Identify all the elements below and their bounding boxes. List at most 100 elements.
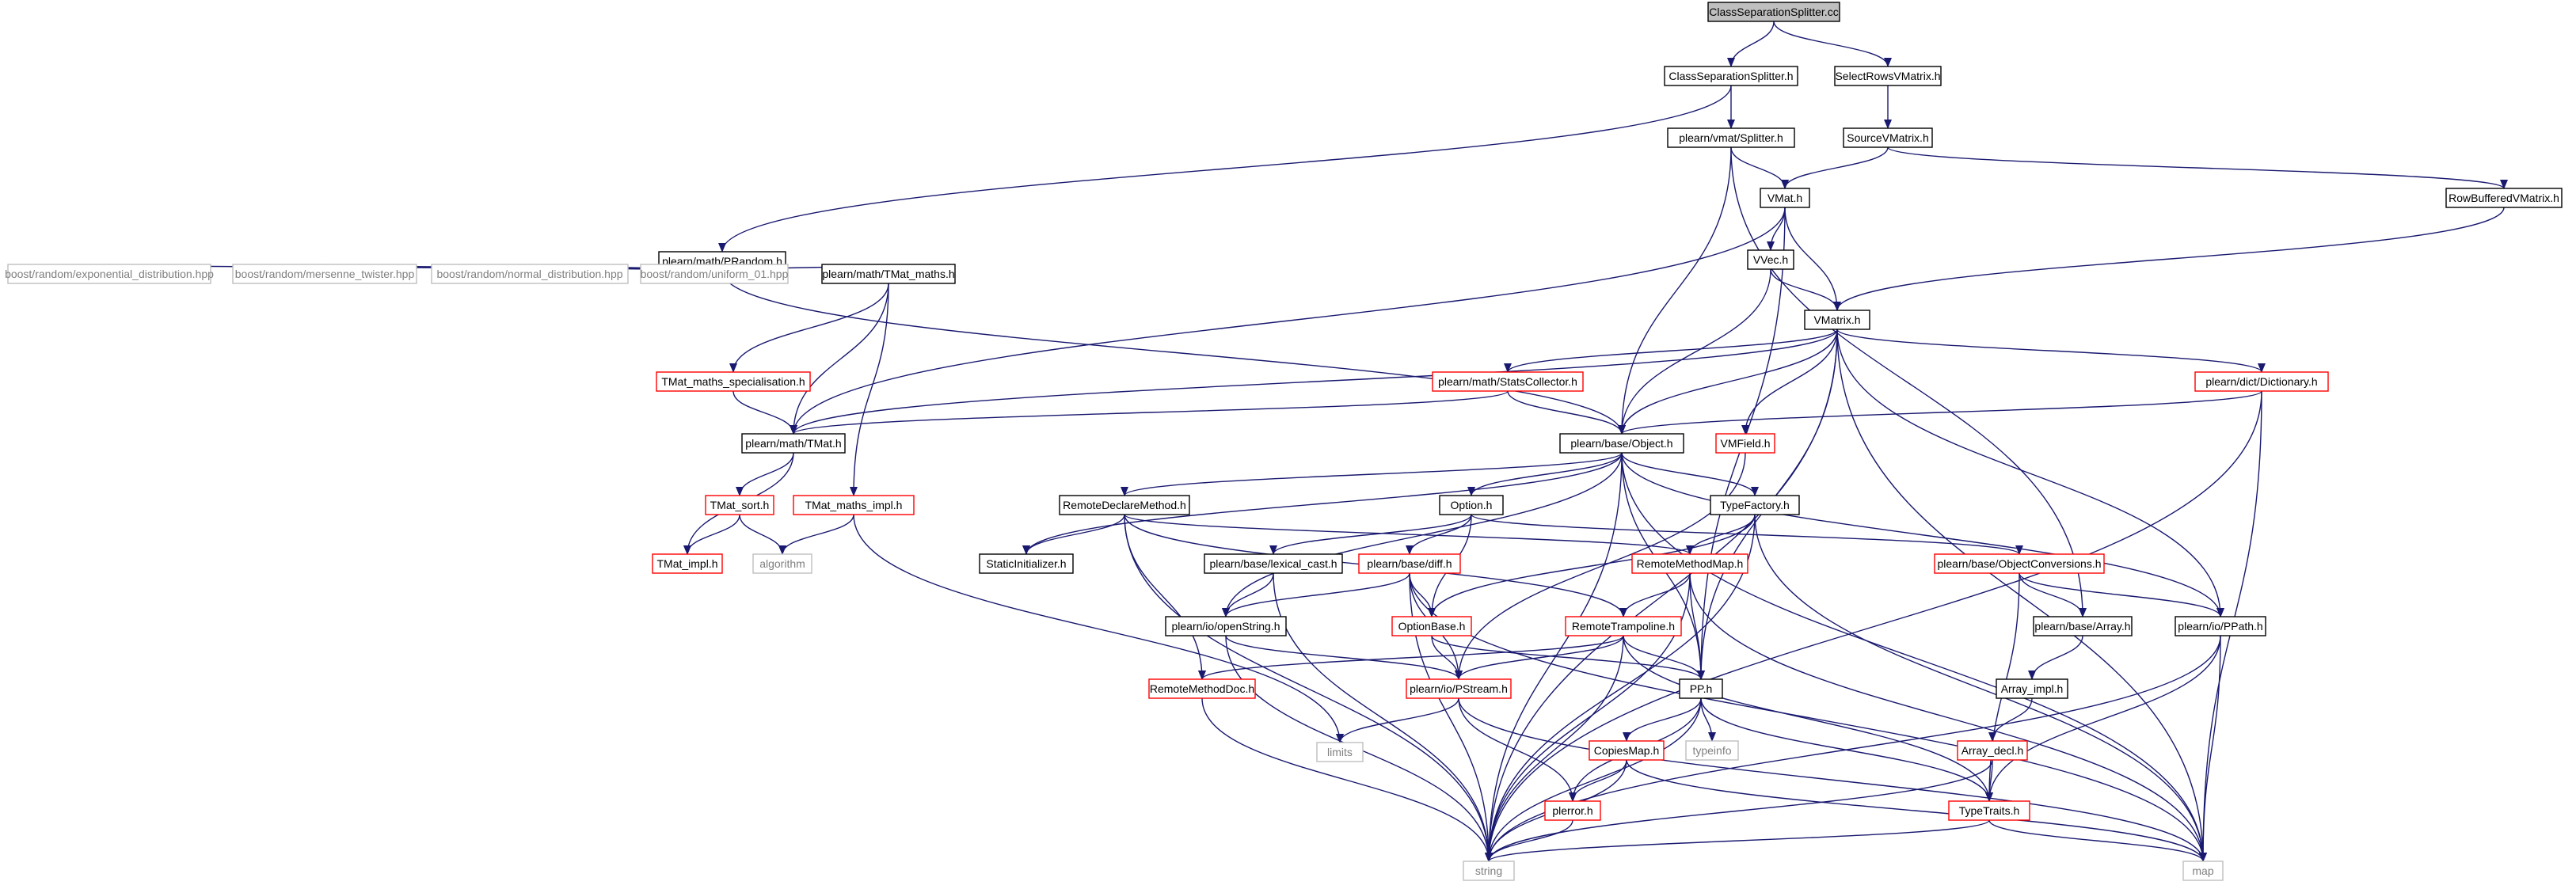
node-box: [431, 264, 629, 284]
node-rtr[interactable]: RemoteTrampoline.h: [1565, 616, 1682, 636]
edge-cmap-to-map: [1626, 759, 2207, 862]
edge-tf-to-map: [1754, 514, 2207, 862]
node-aimpl[interactable]: Array_impl.h: [1996, 678, 2068, 699]
node-csh[interactable]: ClassSeparationSplitter.h: [1664, 66, 1798, 86]
node-opt[interactable]: Option.h: [1439, 495, 1504, 515]
node-box: [1559, 433, 1684, 454]
node-box: [1316, 742, 1364, 762]
node-exp[interactable]: boost/random/exponential_distribution.hp…: [5, 264, 214, 284]
edge-pstr-to-map: [1458, 697, 2207, 862]
edge-rtr-to-rmd: [1198, 635, 1624, 680]
node-box: [1715, 433, 1775, 454]
node-ppath[interactable]: plearn/io/PPath.h: [2175, 616, 2266, 636]
node-box: [1834, 66, 1942, 86]
node-box: [2175, 616, 2266, 636]
node-label: plearn/math/TMat_maths.h: [822, 268, 954, 280]
node-perr[interactable]: plerror.h: [1544, 800, 1601, 821]
node-rmm[interactable]: RemoteMethodMap.h: [1631, 553, 1748, 574]
node-tsort[interactable]: TMat_sort.h: [705, 495, 774, 515]
node-vmf[interactable]: VMField.h: [1715, 433, 1775, 454]
node-timpl[interactable]: TMat_impl.h: [652, 553, 723, 574]
node-label: plearn/io/PPath.h: [2178, 620, 2262, 633]
node-label: plearn/base/Array.h: [2034, 620, 2130, 633]
node-tf[interactable]: TypeFactory.h: [1710, 495, 1800, 515]
node-box: [1631, 553, 1748, 574]
node-mt[interactable]: boost/random/mersenne_twister.hpp: [232, 264, 417, 284]
node-tmm[interactable]: plearn/math/TMat_maths.h: [821, 264, 956, 284]
node-label: TMat_maths_impl.h: [805, 499, 903, 511]
node-obj[interactable]: plearn/base/Object.h: [1559, 433, 1684, 454]
node-label: typeinfo: [1692, 744, 1731, 757]
node-rdm[interactable]: RemoteDeclareMethod.h: [1059, 495, 1190, 515]
node-ostr[interactable]: plearn/io/openString.h: [1165, 616, 1287, 636]
node-rmd[interactable]: RemoteMethodDoc.h: [1148, 678, 1256, 699]
node-rbv[interactable]: RowBufferedVMatrix.h: [2445, 188, 2563, 208]
node-cmap[interactable]: CopiesMap.h: [1589, 740, 1665, 761]
node-spl[interactable]: plearn/vmat/Splitter.h: [1667, 127, 1795, 148]
node-box: [1432, 371, 1584, 392]
node-dict[interactable]: plearn/dict/Dictionary.h: [2194, 371, 2329, 392]
node-diff[interactable]: plearn/base/diff.h: [1358, 553, 1461, 574]
node-limits[interactable]: limits: [1316, 742, 1364, 762]
edge-ppath-to-map: [2199, 635, 2221, 862]
node-arr[interactable]: plearn/base/Array.h: [2033, 616, 2133, 636]
node-box: [656, 371, 811, 392]
node-stats[interactable]: plearn/math/StatsCollector.h: [1432, 371, 1584, 392]
node-tmms[interactable]: TMat_maths_specialisation.h: [656, 371, 811, 392]
node-algo[interactable]: algorithm: [752, 553, 812, 574]
node-pstr[interactable]: plearn/io/PStream.h: [1406, 678, 1512, 699]
node-srv[interactable]: SelectRowsVMatrix.h: [1834, 66, 1942, 86]
node-string[interactable]: string: [1463, 861, 1515, 881]
node-box: [2033, 616, 2133, 636]
node-tt[interactable]: TypeTraits.h: [1948, 800, 2030, 821]
node-map[interactable]: map: [2182, 861, 2224, 881]
edge-tmm-to-tmmi: [850, 283, 889, 496]
node-label: plearn/vmat/Splitter.h: [1679, 131, 1783, 144]
node-norm[interactable]: boost/random/normal_distribution.hpp: [431, 264, 629, 284]
node-label: TypeFactory.h: [1720, 499, 1790, 511]
node-box: [640, 264, 789, 284]
node-label: ClassSeparationSplitter.cc: [1709, 6, 1838, 18]
node-box: [1204, 553, 1343, 574]
node-box: [1463, 861, 1515, 881]
node-svm[interactable]: SourceVMatrix.h: [1843, 127, 1933, 148]
edge-vvec-to-obj: [1618, 268, 1771, 435]
node-vmx[interactable]: VMatrix.h: [1804, 310, 1870, 330]
node-label: TypeTraits.h: [1959, 804, 2020, 817]
node-uni[interactable]: boost/random/uniform_01.hpp: [640, 264, 789, 284]
node-tmmi[interactable]: TMat_maths_impl.h: [793, 495, 915, 515]
node-label: limits: [1327, 746, 1353, 758]
node-box: [232, 264, 417, 284]
node-label: VVec.h: [1753, 253, 1788, 266]
node-typeinfo[interactable]: typeinfo: [1685, 740, 1739, 761]
node-label: boost/random/mersenne_twister.hpp: [235, 268, 415, 280]
node-label: ClassSeparationSplitter.h: [1669, 70, 1793, 82]
edge-tf-to-ob: [1428, 514, 1756, 617]
node-csc[interactable]: ClassSeparationSplitter.cc: [1707, 2, 1840, 22]
edge-arr-to-aimpl: [2028, 635, 2083, 680]
edge-svm-to-vmat: [1781, 146, 1889, 189]
node-label: VMat.h: [1767, 192, 1802, 204]
edge-opt-to-lcast: [1269, 514, 1472, 555]
node-vmat[interactable]: VMat.h: [1760, 188, 1810, 208]
node-label: TMat_sort.h: [710, 499, 770, 511]
node-vvec[interactable]: VVec.h: [1747, 249, 1794, 270]
edge-vmx-to-map: [1836, 329, 2207, 862]
node-box: [2182, 861, 2224, 881]
edge-vmat-to-vmx: [1784, 207, 1841, 311]
node-label: plearn/math/TMat.h: [745, 437, 841, 450]
edge-spl-to-arr: [1730, 146, 2087, 617]
node-tmat[interactable]: plearn/math/TMat.h: [741, 433, 846, 454]
edge-ppath-to-string: [1485, 635, 2221, 862]
edge-spl-to-obj: [1618, 146, 1732, 435]
node-label: algorithm: [759, 557, 805, 570]
node-pp[interactable]: PP.h: [1679, 678, 1723, 699]
node-oconv[interactable]: plearn/base/ObjectConversions.h: [1934, 553, 2105, 574]
edge-pp-to-string: [1485, 697, 1702, 862]
node-sinit[interactable]: StaticInitializer.h: [979, 553, 1074, 574]
node-ob[interactable]: OptionBase.h: [1391, 616, 1472, 636]
edge-rdm-to-rmm: [1124, 514, 1694, 555]
node-adecl[interactable]: Array_decl.h: [1957, 740, 2028, 761]
node-lcast[interactable]: plearn/base/lexical_cast.h: [1204, 553, 1343, 574]
edge-vmx-to-dict: [1836, 329, 2266, 373]
